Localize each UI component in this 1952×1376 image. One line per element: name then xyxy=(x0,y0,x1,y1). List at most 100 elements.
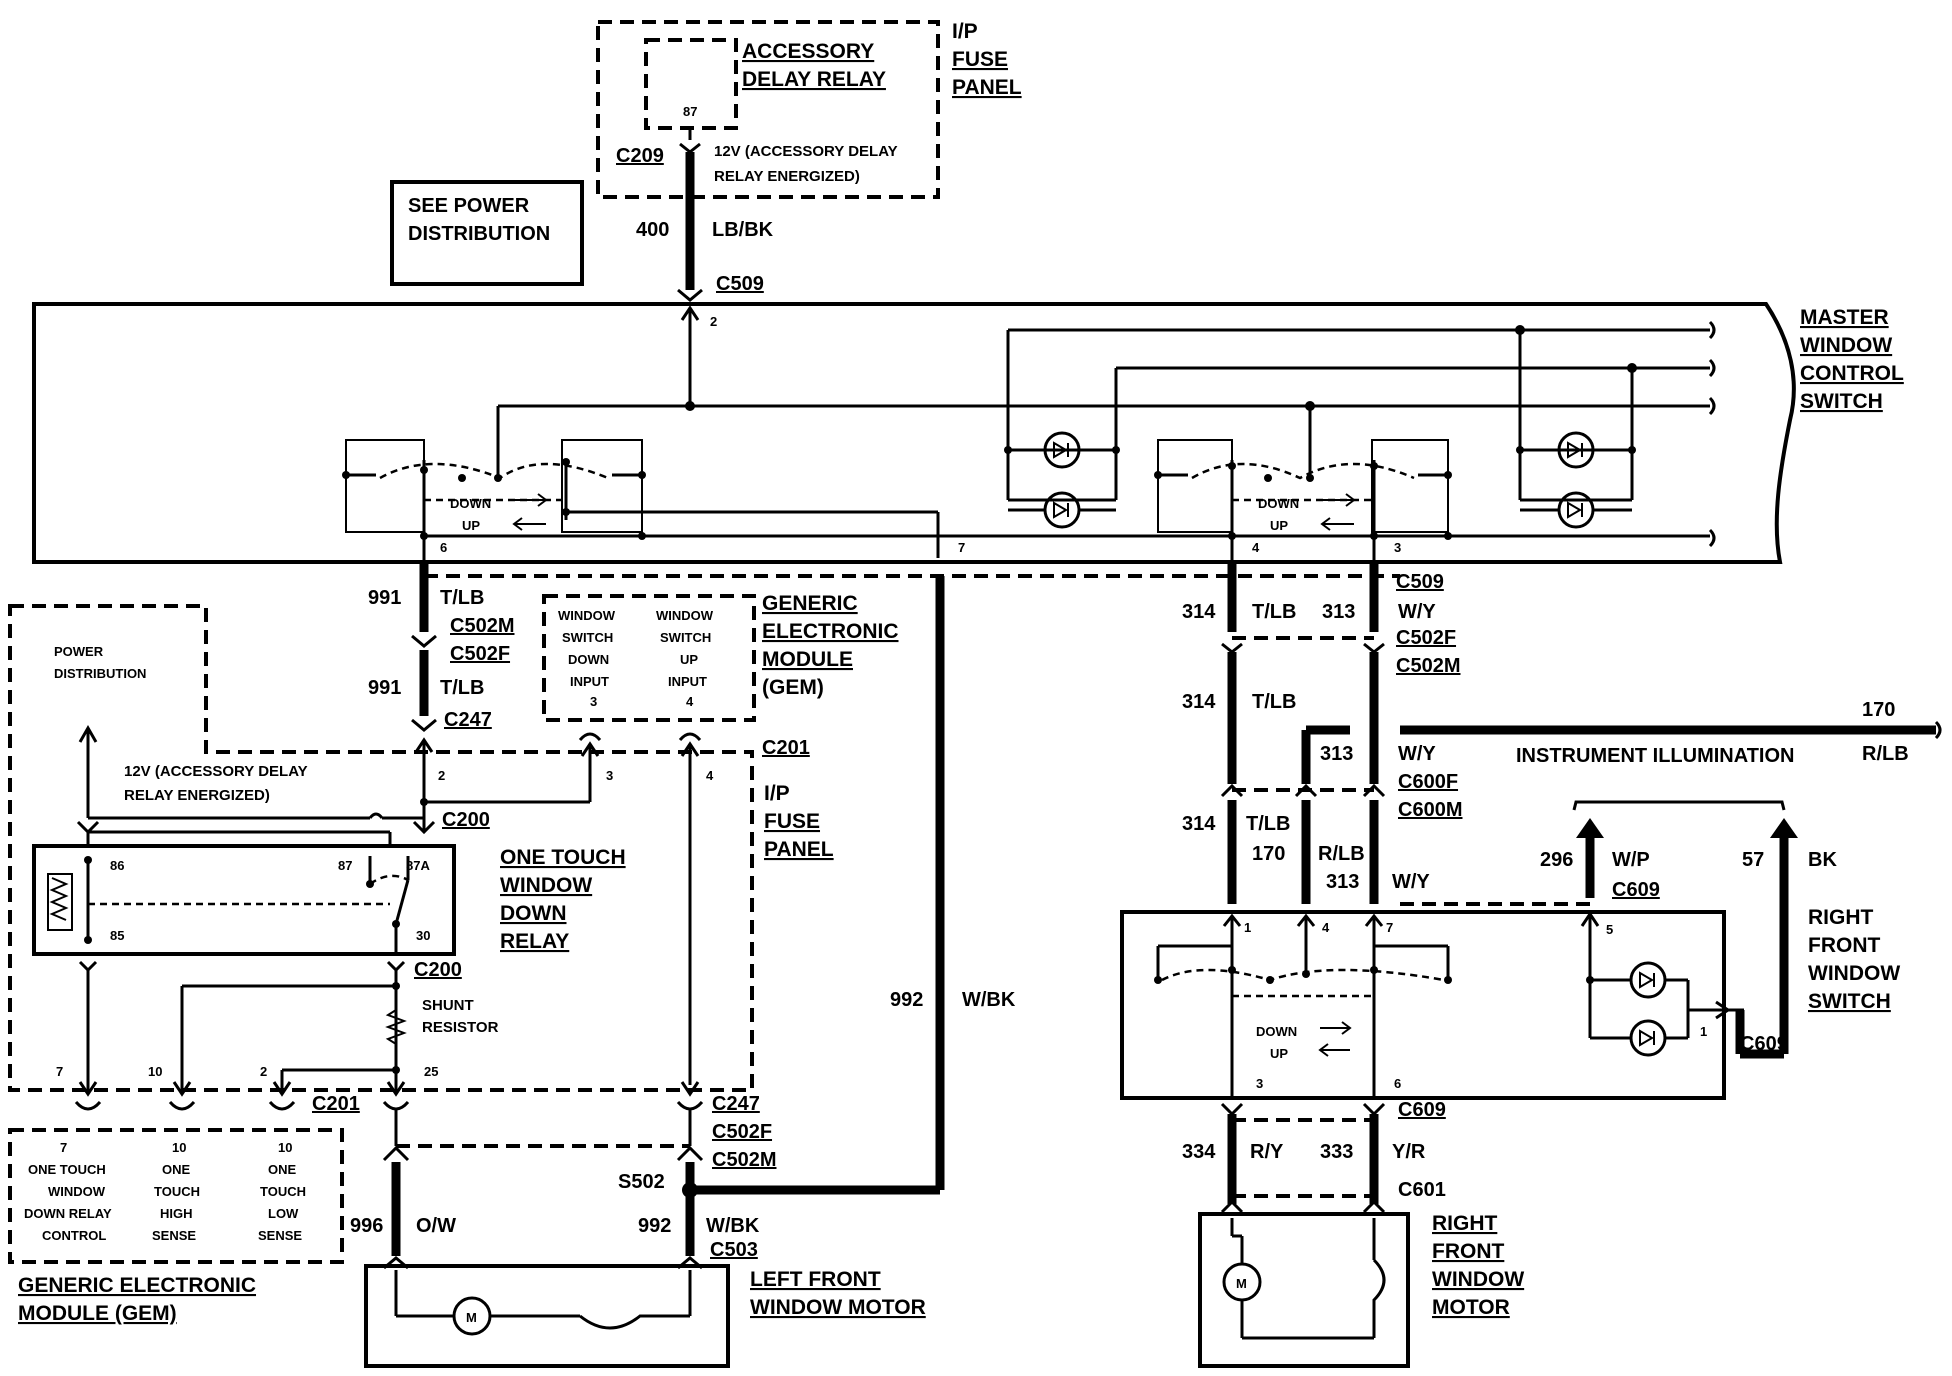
shunt-label-1: SHUNT xyxy=(422,997,474,1014)
see-power-2: DISTRIBUTION xyxy=(408,223,550,245)
right-switch-label-3: WINDOW xyxy=(1808,962,1900,985)
accessory-relay-label-2: DELAY RELAY xyxy=(742,68,886,91)
gem-b-c3-l1: ONE xyxy=(268,1162,297,1177)
instrument-label: INSTRUMENT ILLUMINATION xyxy=(1516,745,1795,767)
master-pin-2: 2 xyxy=(710,314,717,329)
shunt-resistor-icon xyxy=(385,1009,407,1045)
otr-pin-87: 87 xyxy=(338,858,352,873)
c247-b-label: C247 xyxy=(712,1093,760,1115)
wire-314c-num: 314 xyxy=(1182,813,1216,835)
wire-334-num: 334 xyxy=(1182,1141,1216,1163)
gem-b-c2-l4: SENSE xyxy=(152,1228,196,1243)
rs-pin-3: 3 xyxy=(1256,1076,1263,1091)
ip-fuse-top-label-3: PANEL xyxy=(952,76,1022,99)
gem-b-c2-l3: HIGH xyxy=(160,1206,193,1221)
c502m-left: C502M xyxy=(450,615,514,637)
wire-314b-color: T/LB xyxy=(1252,691,1296,713)
gem-down-pin: 3 xyxy=(590,694,597,709)
otr-label-1: ONE TOUCH xyxy=(500,846,626,869)
s502-label: S502 xyxy=(618,1171,665,1193)
gem-bottom-title-1: GENERIC ELECTRONIC xyxy=(18,1274,256,1297)
wire-996-num: 996 xyxy=(350,1215,383,1237)
wire-333-color: Y/R xyxy=(1392,1141,1426,1163)
gem-pin-10: 10 xyxy=(148,1064,162,1079)
right-motor-label-4: MOTOR xyxy=(1432,1296,1510,1319)
right-motor-label-1: RIGHT xyxy=(1432,1212,1498,1235)
c201-pin-4: 4 xyxy=(706,768,714,783)
rs-pin-1b: 1 xyxy=(1700,1024,1707,1039)
accessory-relay-label-1: ACCESSORY xyxy=(742,40,874,63)
gem-b-c3-l3: LOW xyxy=(268,1206,299,1221)
gem-pin-25: 25 xyxy=(424,1064,438,1079)
wire-296-num: 296 xyxy=(1540,849,1573,871)
master-led-3-icon xyxy=(1557,431,1595,469)
right-switch-box xyxy=(1120,910,1726,1100)
c200-a-label: C200 xyxy=(442,809,490,831)
left-motor-m: M xyxy=(466,1310,477,1325)
wire-313a-num: 313 xyxy=(1322,601,1355,623)
wire-400-color: LB/BK xyxy=(712,219,774,241)
wire-314c-color: T/LB xyxy=(1246,813,1290,835)
master-label-3: CONTROL xyxy=(1800,362,1904,385)
gem-b-c3-l4: SENSE xyxy=(258,1228,302,1243)
master-led-2-icon xyxy=(1043,491,1081,529)
voltage-note-top-2: RELAY ENERGIZED) xyxy=(714,168,860,185)
ip-fuse-mid-2: FUSE xyxy=(764,810,820,833)
master-label-1: MASTER xyxy=(1800,306,1889,329)
ip-fuse-top-label-1: I/P xyxy=(952,20,978,43)
power-dist-1: POWER xyxy=(54,644,104,659)
rs-pin-1: 1 xyxy=(1244,920,1251,935)
left-switch-down: DOWN xyxy=(450,496,491,511)
gem-down-l4: INPUT xyxy=(570,674,609,689)
wire-313b-color: W/Y xyxy=(1398,743,1436,765)
wire-313c-color: W/Y xyxy=(1392,871,1430,893)
gem-up-l4: INPUT xyxy=(668,674,707,689)
otr-label-3: DOWN xyxy=(500,902,567,925)
right-switch-down: DOWN xyxy=(1258,496,1299,511)
rs-down: DOWN xyxy=(1256,1024,1297,1039)
wire-170b-color: R/LB xyxy=(1862,743,1909,765)
c600f-label: C600F xyxy=(1398,771,1458,793)
c502f-left: C502F xyxy=(450,643,510,665)
ip-fuse-panel-top-box xyxy=(596,20,940,199)
wire-313a-color: W/Y xyxy=(1398,601,1436,623)
wire-170a-color: R/LB xyxy=(1318,843,1365,865)
right-motor-label-2: FRONT xyxy=(1432,1240,1504,1263)
master-pin-3: 3 xyxy=(1394,540,1401,555)
otr-pin-30: 30 xyxy=(416,928,430,943)
wire-170b-num: 170 xyxy=(1862,699,1895,721)
gem-b-c2-l1: ONE xyxy=(162,1162,191,1177)
wire-400-num: 400 xyxy=(636,219,669,241)
gem-top-1: GENERIC xyxy=(762,592,858,615)
gem-bottom-title-2: MODULE (GEM) xyxy=(18,1302,177,1325)
gem-top-2: ELECTRONIC xyxy=(762,620,899,643)
gem-inputs-box xyxy=(542,594,756,722)
c201-b-label: C201 xyxy=(312,1093,360,1115)
wire-991b-num: 991 xyxy=(368,677,401,699)
master-pin-6: 6 xyxy=(440,540,447,555)
rs-up: UP xyxy=(1270,1046,1288,1061)
otr-pin-85: 85 xyxy=(110,928,124,943)
left-switch-up: UP xyxy=(462,518,480,533)
left-motor-label-2: WINDOW MOTOR xyxy=(750,1296,926,1319)
wire-57-num: 57 xyxy=(1742,849,1764,871)
gem-top-4: (GEM) xyxy=(762,676,824,699)
gem-b-c1-l4: CONTROL xyxy=(42,1228,106,1243)
shunt-label-2: RESISTOR xyxy=(422,1019,499,1036)
wire-992b-num: 992 xyxy=(638,1215,671,1237)
gem-down-l1: WINDOW xyxy=(558,608,616,623)
master-pin-7: 7 xyxy=(958,540,965,555)
ip-fuse-mid-3: PANEL xyxy=(764,838,834,861)
c509-top-connector xyxy=(677,288,703,302)
wire-992a-color: W/BK xyxy=(962,989,1016,1011)
rs-pin-7: 7 xyxy=(1386,920,1393,935)
c600m-label: C600M xyxy=(1398,799,1462,821)
ip-fuse-mid-1: I/P xyxy=(764,782,790,805)
wire-992a-num: 992 xyxy=(890,989,923,1011)
gem-up-l3: UP xyxy=(680,652,698,667)
c209-label: C209 xyxy=(616,145,664,167)
gem-b-c3-pin: 10 xyxy=(278,1140,292,1155)
wire-57-color: BK xyxy=(1808,849,1837,871)
